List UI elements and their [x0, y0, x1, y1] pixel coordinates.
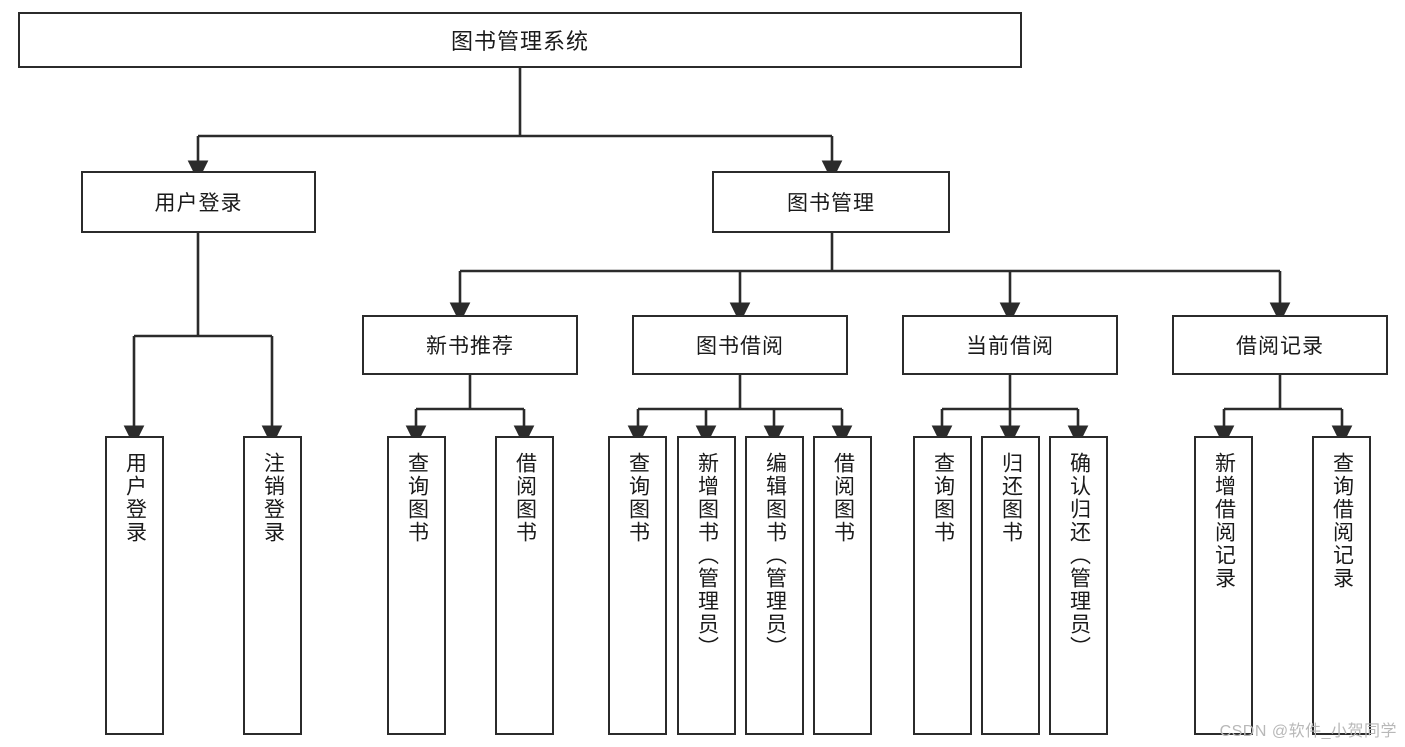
leaf-record-query[interactable]: 查询借阅记录	[1312, 436, 1371, 735]
node-current-borrow[interactable]: 当前借阅	[902, 315, 1118, 375]
node-label: 图书管理系统	[450, 29, 589, 54]
node-label: 注销登录	[261, 452, 285, 544]
node-label: 借阅记录	[1236, 335, 1324, 358]
node-label: 编辑图书（管理员）	[763, 452, 787, 659]
node-label: 图书借阅	[696, 335, 784, 358]
node-label: 查询图书	[931, 452, 955, 544]
leaf-user-login[interactable]: 用户登录	[105, 436, 164, 735]
leaf-borrow-query-book[interactable]: 查询图书	[608, 436, 667, 735]
node-label: 新增借阅记录	[1212, 452, 1236, 590]
node-label: 确认归还（管理员）	[1067, 452, 1091, 659]
node-label: 用户登录	[154, 192, 243, 215]
node-label: 查询借阅记录	[1330, 452, 1354, 590]
node-label: 归还图书	[999, 452, 1023, 544]
leaf-borrow-add-book-admin[interactable]: 新增图书（管理员）	[677, 436, 736, 735]
node-new-book-recommend[interactable]: 新书推荐	[362, 315, 578, 375]
node-root-system[interactable]: 图书管理系统	[18, 12, 1022, 68]
node-label: 查询图书	[626, 452, 650, 544]
leaf-logout-login[interactable]: 注销登录	[243, 436, 302, 735]
leaf-borrow-edit-book-admin[interactable]: 编辑图书（管理员）	[745, 436, 804, 735]
leaf-current-return-book[interactable]: 归还图书	[981, 436, 1040, 735]
leaf-new-book-borrow[interactable]: 借阅图书	[495, 436, 554, 735]
node-user-login[interactable]: 用户登录	[81, 171, 316, 233]
leaf-borrow-lend-book[interactable]: 借阅图书	[813, 436, 872, 735]
node-label: 新书推荐	[426, 335, 514, 358]
leaf-record-add[interactable]: 新增借阅记录	[1194, 436, 1253, 735]
node-label: 借阅图书	[513, 452, 537, 544]
node-book-management[interactable]: 图书管理	[712, 171, 950, 233]
node-label: 用户登录	[123, 452, 147, 544]
node-label: 图书管理	[787, 192, 875, 215]
node-label: 查询图书	[405, 452, 429, 544]
node-label: 新增图书（管理员）	[695, 452, 719, 659]
node-label: 借阅图书	[831, 452, 855, 544]
leaf-current-query-book[interactable]: 查询图书	[913, 436, 972, 735]
node-book-borrow[interactable]: 图书借阅	[632, 315, 848, 375]
leaf-current-confirm-return-admin[interactable]: 确认归还（管理员）	[1049, 436, 1108, 735]
node-label: 当前借阅	[966, 335, 1054, 358]
watermark: CSDN @软件_小贺同学	[1219, 723, 1397, 740]
node-borrow-record[interactable]: 借阅记录	[1172, 315, 1388, 375]
leaf-new-book-query[interactable]: 查询图书	[387, 436, 446, 735]
